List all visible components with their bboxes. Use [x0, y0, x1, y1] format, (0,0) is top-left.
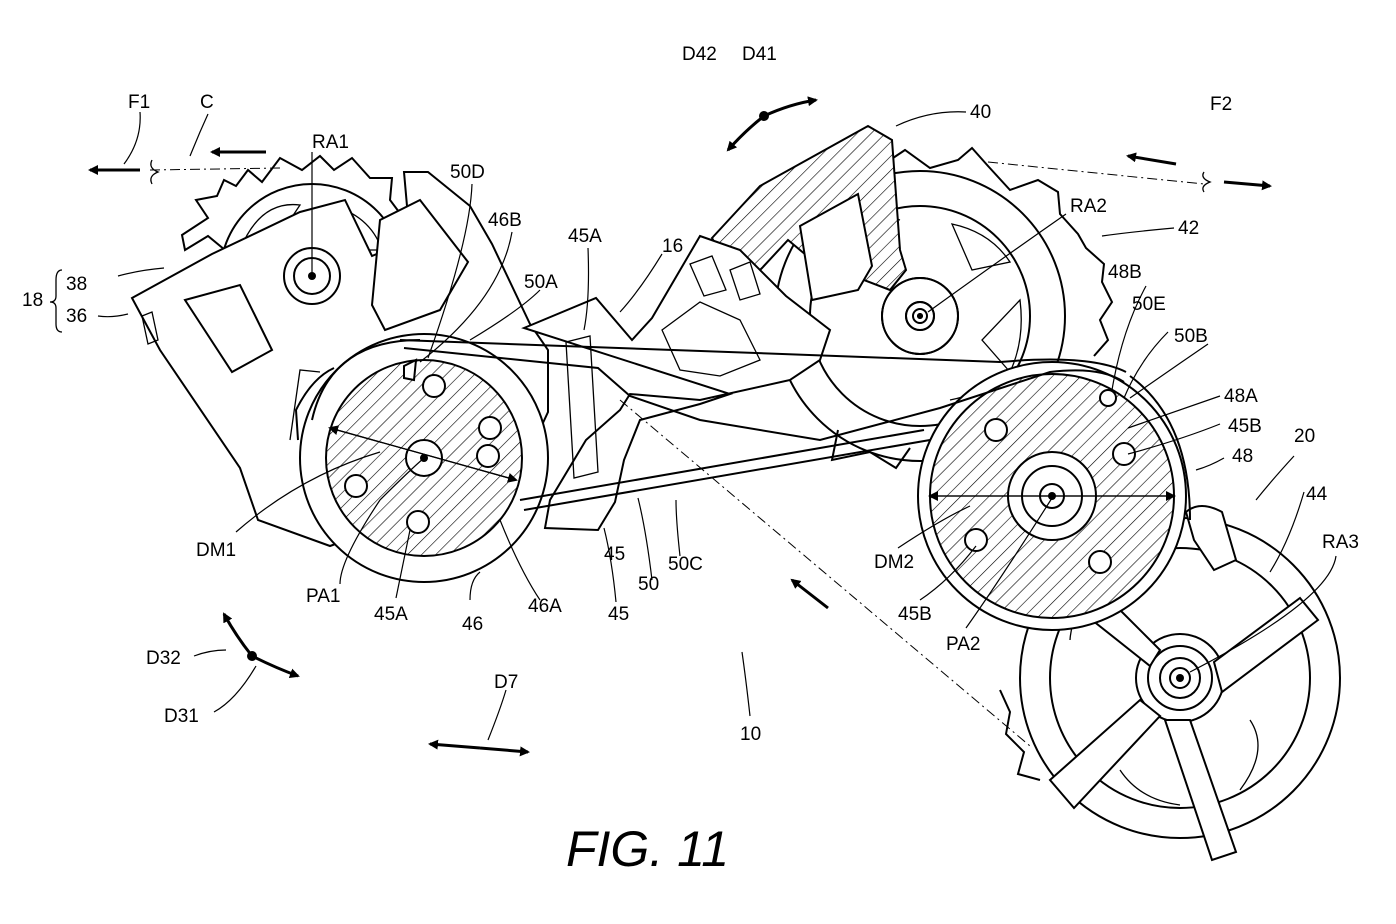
label-45-b: 45 — [608, 604, 629, 625]
arrow-10 — [790, 578, 829, 610]
label-d31: D31 — [164, 706, 199, 727]
label-50d: 50D — [450, 162, 485, 183]
label-16: 16 — [662, 236, 683, 257]
label-42: 42 — [1178, 218, 1199, 239]
label-48a: 48A — [1224, 386, 1258, 407]
label-45b-bottom: 45B — [898, 604, 932, 625]
label-d7: D7 — [494, 672, 518, 693]
label-18: 18 — [22, 290, 43, 311]
leader-lines — [97, 111, 1337, 741]
label-10: 10 — [740, 724, 761, 745]
middle-body-16 — [521, 234, 832, 532]
label-36: 36 — [66, 306, 87, 327]
label-pa2: PA2 — [946, 634, 981, 655]
chain-direction-arrow — [1126, 152, 1177, 166]
d7-arrow-left — [428, 739, 481, 750]
label-c: C — [200, 92, 214, 113]
label-dm2: DM2 — [874, 552, 914, 573]
label-d32: D32 — [146, 648, 181, 669]
d41-arrow — [763, 96, 818, 118]
label-f1: F1 — [128, 92, 150, 113]
label-48b: 48B — [1108, 262, 1142, 283]
chain-line — [149, 159, 1212, 747]
d42-arrow — [726, 114, 765, 152]
label-44: 44 — [1306, 484, 1328, 505]
label-ra3: RA3 — [1322, 532, 1359, 553]
label-50: 50 — [638, 574, 659, 595]
label-46a: 46A — [528, 596, 562, 617]
label-f2: F2 — [1210, 94, 1232, 115]
label-d41: D41 — [742, 44, 777, 65]
right-pulley-48 — [917, 361, 1187, 631]
label-d42: D42 — [682, 44, 717, 65]
f2-arrow — [1223, 180, 1272, 191]
label-45b-right: 45B — [1228, 416, 1262, 437]
label-50c: 50C — [668, 554, 703, 575]
label-48: 48 — [1232, 446, 1253, 467]
label-40: 40 — [970, 102, 991, 123]
label-50b: 50B — [1174, 326, 1208, 347]
direction-arrows — [88, 96, 1272, 757]
label-38: 38 — [66, 274, 87, 295]
label-20: 20 — [1294, 426, 1315, 447]
label-50a: 50A — [524, 272, 558, 293]
label-dm1: DM1 — [196, 540, 236, 561]
d32-arrow — [222, 612, 254, 657]
label-50e: 50E — [1132, 294, 1166, 315]
text-labels: F1 C RA1 50D 46B 45A 16 50A D42 D41 40 F… — [22, 44, 1359, 877]
belt-50 — [311, 339, 1191, 521]
figure-caption: FIG. 11 — [566, 821, 729, 877]
label-46: 46 — [462, 614, 483, 635]
d31-arrow — [251, 654, 300, 678]
label-pa1: PA1 — [306, 586, 341, 607]
label-45a-top: 45A — [568, 226, 602, 247]
d7-arrow-right — [479, 746, 530, 757]
label-45-a: 45 — [604, 544, 625, 565]
label-45a-bottom: 45A — [374, 604, 408, 625]
chain-guide-20 — [1184, 505, 1238, 572]
label-ra1: RA1 — [312, 132, 349, 153]
label-46b: 46B — [488, 210, 522, 231]
label-ra2: RA2 — [1070, 196, 1107, 217]
